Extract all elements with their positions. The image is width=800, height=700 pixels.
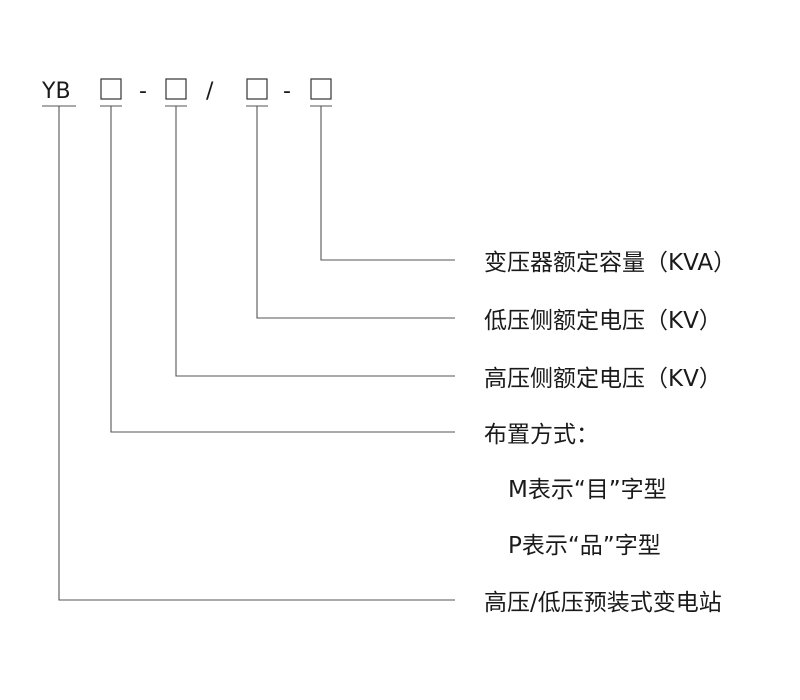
code-separator-1: - <box>139 79 147 104</box>
slot-box-high-voltage <box>165 78 187 100</box>
label-capacity: 变压器额定容量（KVA） <box>484 250 736 276</box>
code-separator-2: / <box>206 79 214 104</box>
model-prefix: YB <box>41 79 71 104</box>
slot-box-low-voltage <box>246 78 268 100</box>
leader-high-voltage <box>175 106 455 377</box>
code-separator-3: - <box>283 79 291 104</box>
leader-station <box>58 106 455 601</box>
label-low-voltage: 低压侧额定电压（KV） <box>484 308 722 334</box>
label-layout-p: P表示“品”字型 <box>508 533 661 559</box>
slot-box-layout <box>100 78 122 100</box>
label-layout: 布置方式： <box>484 422 599 448</box>
leader-capacity <box>320 106 455 261</box>
leader-low-voltage <box>256 106 455 319</box>
label-station: 高压/低压预装式变电站 <box>484 590 722 616</box>
leader-layout <box>110 106 455 433</box>
label-high-voltage: 高压侧额定电压（KV） <box>484 366 722 392</box>
label-layout-m: M表示“目”字型 <box>508 477 667 503</box>
slot-box-capacity <box>310 78 332 100</box>
